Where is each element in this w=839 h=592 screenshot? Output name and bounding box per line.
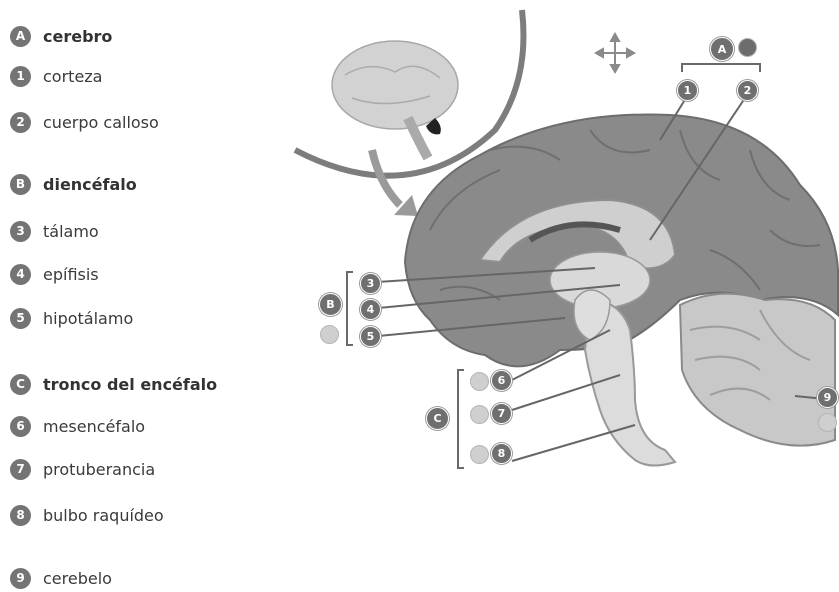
marker-c: C xyxy=(10,374,31,395)
callout-b[interactable]: B xyxy=(319,293,342,316)
legend-label-corteza: corteza xyxy=(43,67,102,86)
callout-7[interactable]: 7 xyxy=(491,403,512,424)
callout-6[interactable]: 6 xyxy=(491,370,512,391)
legend-item-talamo: 3 tálamo xyxy=(10,219,99,243)
move-cross-icon xyxy=(596,34,634,72)
callout-4[interactable]: 4 xyxy=(360,299,381,320)
marker-3: 3 xyxy=(10,221,31,242)
callout-c[interactable]: C xyxy=(426,407,449,430)
legend-label-cerebro: cerebro xyxy=(43,27,112,46)
legend-item-mesencefalo: 6 mesencéfalo xyxy=(10,414,145,438)
marker-6: 6 xyxy=(10,416,31,437)
callout-5[interactable]: 5 xyxy=(360,326,381,347)
legend-item-corteza: 1 corteza xyxy=(10,64,102,88)
marker-1: 1 xyxy=(10,66,31,87)
zoom-arrow-icon xyxy=(372,150,418,216)
legend-item-diencefalo: B diencéfalo xyxy=(10,172,137,196)
marker-2: 2 xyxy=(10,112,31,133)
legend-label-protuberancia: protuberancia xyxy=(43,460,155,479)
callout-a[interactable]: A xyxy=(710,37,734,61)
callout-1[interactable]: 1 xyxy=(677,80,698,101)
marker-7: 7 xyxy=(10,459,31,480)
callout-3[interactable]: 3 xyxy=(360,273,381,294)
answer-slot-8[interactable] xyxy=(470,445,489,464)
marker-8: 8 xyxy=(10,505,31,526)
legend-item-protuberancia: 7 protuberancia xyxy=(10,457,155,481)
legend-label-epifisis: epífisis xyxy=(43,265,99,284)
callout-8[interactable]: 8 xyxy=(491,443,512,464)
legend-label-cuerpo-calloso: cuerpo calloso xyxy=(43,113,159,132)
brain-thumbnail-icon xyxy=(332,41,458,158)
legend-label-hipotalamo: hipotálamo xyxy=(43,309,133,328)
legend-item-hipotalamo: 5 hipotálamo xyxy=(10,306,133,330)
marker-a: A xyxy=(10,26,31,47)
marker-9: 9 xyxy=(10,568,31,589)
legend-label-talamo: tálamo xyxy=(43,222,99,241)
answer-slot-b[interactable] xyxy=(320,325,339,344)
legend-item-cerebro: A cerebro xyxy=(10,24,112,48)
bracket-b xyxy=(347,272,353,345)
brain-diagram: A 1 2 B 3 4 5 C 6 7 8 9 xyxy=(290,0,839,592)
legend-label-mesencefalo: mesencéfalo xyxy=(43,417,145,436)
answer-slot-6[interactable] xyxy=(470,372,489,391)
legend-label-tronco-del-encefalo: tronco del encéfalo xyxy=(43,375,217,394)
legend-item-epifisis: 4 epífisis xyxy=(10,262,99,286)
marker-4: 4 xyxy=(10,264,31,285)
legend-label-diencefalo: diencéfalo xyxy=(43,175,137,194)
legend-item-cuerpo-calloso: 2 cuerpo calloso xyxy=(10,110,159,134)
legend-panel: A cerebro 1 corteza 2 cuerpo calloso B d… xyxy=(0,0,300,592)
marker-5: 5 xyxy=(10,308,31,329)
cerebellum-shape xyxy=(680,294,835,446)
answer-slot-9[interactable] xyxy=(818,413,837,432)
legend-label-cerebelo: cerebelo xyxy=(43,569,112,588)
bracket-a xyxy=(682,64,760,72)
answer-slot-7[interactable] xyxy=(470,405,489,424)
legend-label-bulbo-raquideo: bulbo raquídeo xyxy=(43,506,164,525)
answer-slot-a[interactable] xyxy=(738,38,757,57)
callout-2[interactable]: 2 xyxy=(737,80,758,101)
legend-item-bulbo-raquideo: 8 bulbo raquídeo xyxy=(10,503,164,527)
callout-9[interactable]: 9 xyxy=(817,387,838,408)
bracket-c xyxy=(458,370,464,468)
marker-b: B xyxy=(10,174,31,195)
legend-item-cerebelo: 9 cerebelo xyxy=(10,566,112,590)
legend-item-tronco-del-encefalo: C tronco del encéfalo xyxy=(10,372,217,396)
